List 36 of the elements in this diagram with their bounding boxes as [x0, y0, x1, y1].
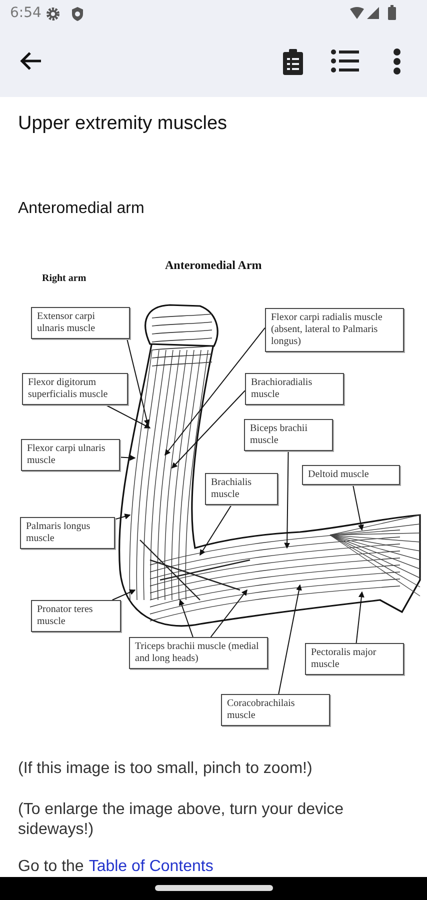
leader-line — [112, 589, 136, 600]
muscle-label: Flexor carpi ulnaris muscle — [21, 439, 120, 471]
leader-line — [126, 338, 150, 426]
section-heading: Anteromedial arm — [18, 200, 144, 218]
leader-line — [210, 589, 248, 638]
leader-line — [120, 454, 136, 461]
muscle-label: Biceps brachii muscle — [244, 419, 333, 451]
muscle-label: Deltoid muscle — [302, 465, 400, 485]
leader-line — [352, 484, 364, 531]
note-text: (If this image is too small, pinch to zoom!) — [18, 760, 312, 778]
leader-line — [356, 591, 364, 644]
leader-line — [114, 514, 131, 520]
leader-line — [200, 504, 232, 556]
contents-link: Table of Contents — [88, 858, 214, 876]
diagram-title: Anteromedial Arm — [165, 258, 262, 273]
muscle-label: Pronator teres muscle — [31, 600, 121, 632]
leader-line — [178, 599, 194, 638]
leader-line — [105, 404, 151, 428]
muscle-label: Coracobrachilais muscle — [221, 694, 330, 726]
leader-line — [284, 450, 290, 549]
muscle-label: Pectoralis major muscle — [305, 643, 404, 675]
muscle-label: Flexor carpi radialis muscle (absent, lateral to Palmaris longus) — [265, 308, 404, 352]
note-text: (To enlarge the image above, turn your device sideways!) — [18, 800, 345, 840]
muscle-label: Extensor carpi ulnaris muscle — [31, 307, 130, 339]
status-time: 6:54 — [10, 5, 42, 21]
page-heading: Upper extremity muscles — [18, 113, 228, 135]
leader-line — [278, 584, 302, 694]
leader-line — [164, 327, 266, 456]
leader-line — [171, 390, 246, 469]
muscle-label: Brachioradialis muscle — [245, 373, 344, 405]
muscle-label: Brachialis muscle — [205, 473, 278, 505]
muscle-label: Triceps brachii muscle (medial and long heads) — [129, 637, 268, 669]
side-label: Right arm — [42, 273, 86, 284]
note-text: Go to the — [18, 858, 84, 876]
muscle-label: Palmaris longus muscle — [20, 517, 115, 549]
muscle-label: Flexor digitorum superficialis muscle — [22, 373, 128, 405]
